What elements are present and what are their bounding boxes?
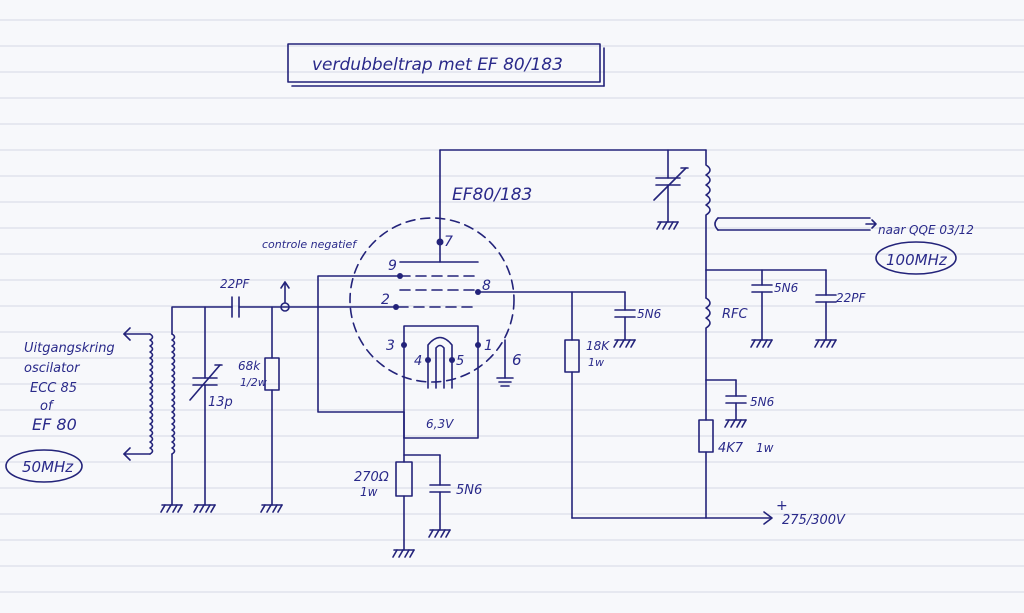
- input-tank: [123, 306, 233, 513]
- output-frequency: 100MHz: [886, 251, 948, 269]
- coupling-capacitor: [231, 296, 397, 318]
- input-line-4: of: [40, 399, 55, 414]
- cathode-resistor-value: 270Ω: [354, 470, 389, 485]
- pin-9-label: 9: [388, 258, 397, 274]
- supply-polarity: +: [776, 498, 788, 514]
- dec-cap-1-value: 5N6: [774, 281, 799, 295]
- pin-1-label: 1: [484, 338, 493, 354]
- diagram-title: verdubbeltrap met EF 80/183: [312, 55, 563, 75]
- pin-4-label: 4: [414, 354, 422, 369]
- grid-resistor-value: 68k: [238, 359, 261, 373]
- coupling-cap-value: 22PF: [220, 277, 251, 291]
- pin-7-label: 7: [444, 234, 453, 250]
- suppressor-wire: [317, 275, 405, 413]
- cathode-resistor-watt: 1w: [360, 485, 378, 499]
- dec-cap-2-value: 22PF: [836, 291, 867, 305]
- screen-resistor-value: 18K: [586, 339, 610, 353]
- pin-3-label: 3: [386, 338, 395, 354]
- screen-network: [477, 291, 771, 519]
- input-line-5: EF 80: [32, 415, 77, 434]
- tube-type-label: EF80/183: [452, 185, 532, 205]
- input-frequency: 50MHz: [22, 458, 74, 476]
- anode-tank: [439, 149, 877, 271]
- input-annotation: Uitgangskring oscilator ECC 85 of EF 80 …: [5, 341, 115, 483]
- screen-cap-value: 5N6: [637, 307, 662, 321]
- supply-resistor-value: 4K7: [718, 441, 744, 456]
- screen-resistor-watt: 1w: [588, 356, 604, 369]
- test-point[interactable]: [280, 281, 290, 312]
- supply-resistor-watt: 1w: [756, 441, 774, 455]
- dec-cap-3-value: 5N6: [750, 395, 775, 409]
- heater-voltage-label: 6,3V: [426, 417, 454, 431]
- grid-resistor: [260, 306, 283, 513]
- input-line-2: oscilator: [24, 361, 81, 376]
- supply-decoupling: [698, 269, 837, 519]
- heater-wiring: [403, 344, 479, 439]
- tube-envelope: [349, 217, 515, 383]
- input-line-3: ECC 85: [30, 381, 77, 396]
- trimmer-value: 13p: [208, 395, 233, 410]
- test-point-label: controle negatief: [262, 238, 358, 251]
- pin-5-label: 5: [456, 354, 464, 369]
- output-freq-badge: 100MHz: [875, 241, 957, 275]
- cathode-network: [392, 437, 451, 558]
- cathode-cap-value: 5N6: [456, 483, 482, 498]
- tube-electrodes: [393, 149, 514, 389]
- supply-terminal: + 275/300V: [763, 498, 846, 528]
- paper-ruling: [0, 19, 1024, 593]
- pin-2-label: 2: [381, 292, 390, 308]
- pin-6-label: 6: [512, 351, 522, 369]
- rfc-label: RFC: [722, 307, 749, 322]
- input-line-1: Uitgangskring: [24, 341, 115, 356]
- output-destination: naar QQE 03/12: [878, 223, 974, 237]
- pin-8-label: 8: [482, 278, 491, 294]
- supply-voltage: 275/300V: [782, 513, 846, 528]
- grid-resistor-watt: 1/2w: [240, 376, 267, 389]
- title-box: verdubbeltrap met EF 80/183: [287, 43, 605, 87]
